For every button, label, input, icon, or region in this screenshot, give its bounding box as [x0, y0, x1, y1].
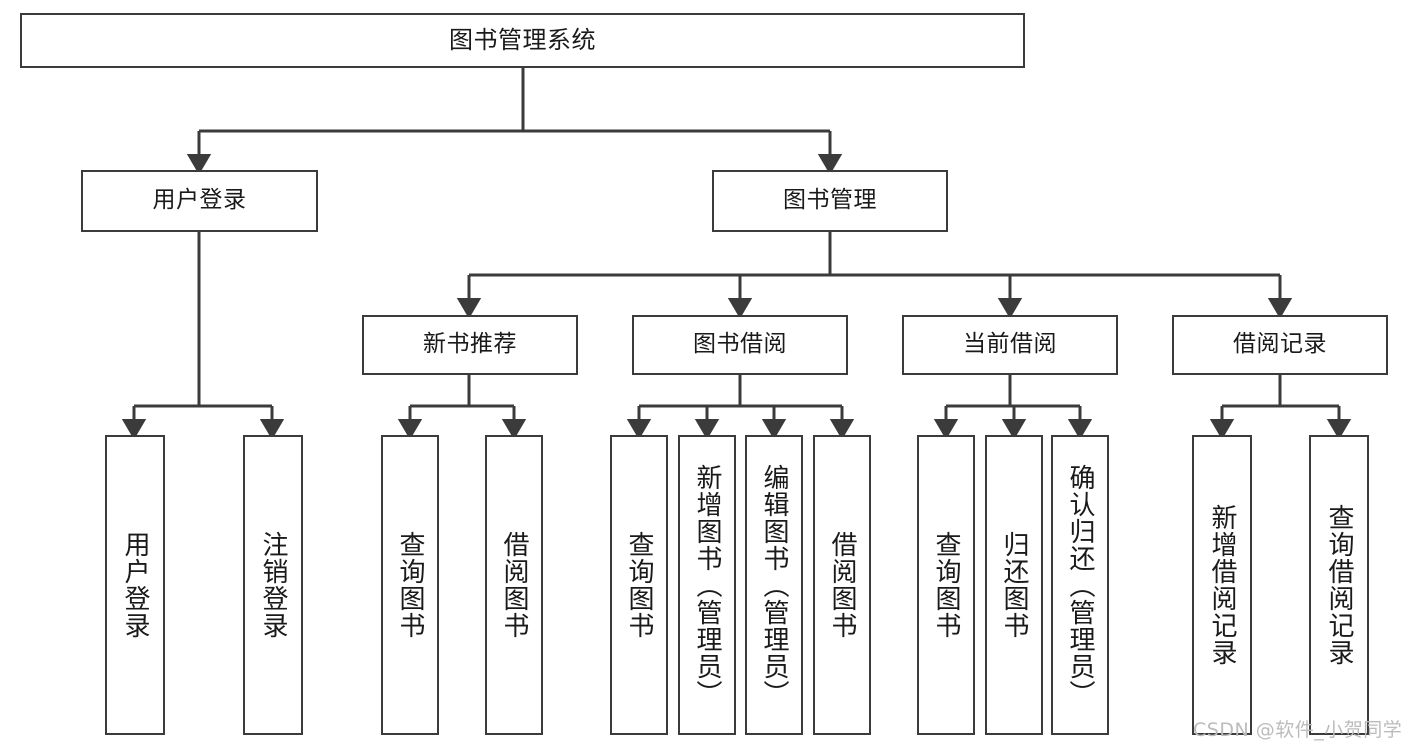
node-leaf-query-book-borrow[interactable]: 查询图书: [610, 435, 668, 735]
node-leaf-edit-book-admin[interactable]: 编辑图书（管理员）: [745, 435, 803, 735]
node-current-borrow-label: 当前借阅: [963, 331, 1057, 358]
node-root-system[interactable]: 图书管理系统: [20, 13, 1025, 68]
node-book-borrow-label: 图书借阅: [693, 331, 787, 358]
node-leaf-add-book-admin-label: 新增图书（管理员）: [692, 463, 723, 707]
node-leaf-confirm-return-admin-label: 确认归还（管理员）: [1065, 463, 1096, 707]
node-leaf-return-book-label: 归还图书: [999, 531, 1030, 639]
node-leaf-confirm-return-admin[interactable]: 确认归还（管理员）: [1051, 435, 1109, 735]
node-new-book-recommend-label: 新书推荐: [423, 331, 517, 358]
node-leaf-borrow-book-recommend-label: 借阅图书: [499, 531, 530, 639]
node-leaf-query-book-recommend-label: 查询图书: [395, 531, 426, 639]
node-book-management-label: 图书管理: [783, 187, 877, 214]
node-leaf-user-login-label: 用户登录: [120, 531, 151, 639]
csdn-watermark: CSDN @软件_小贺同学: [1193, 719, 1403, 741]
node-leaf-add-book-admin[interactable]: 新增图书（管理员）: [678, 435, 736, 735]
node-leaf-borrow-book[interactable]: 借阅图书: [813, 435, 871, 735]
node-leaf-add-borrow-record-label: 新增借阅记录: [1207, 504, 1238, 666]
node-leaf-logout-label: 注销登录: [258, 531, 289, 639]
node-book-management[interactable]: 图书管理: [712, 170, 948, 232]
node-new-book-recommend[interactable]: 新书推荐: [362, 315, 578, 375]
node-leaf-query-book-current-label: 查询图书: [931, 531, 962, 639]
node-book-borrow[interactable]: 图书借阅: [632, 315, 848, 375]
node-leaf-query-book-recommend[interactable]: 查询图书: [381, 435, 439, 735]
node-borrow-record-label: 借阅记录: [1233, 331, 1327, 358]
node-leaf-borrow-book-recommend[interactable]: 借阅图书: [485, 435, 543, 735]
node-leaf-query-borrow-record[interactable]: 查询借阅记录: [1309, 435, 1369, 735]
node-leaf-query-book-current[interactable]: 查询图书: [917, 435, 975, 735]
node-user-login-label: 用户登录: [152, 187, 247, 214]
node-leaf-edit-book-admin-label: 编辑图书（管理员）: [759, 463, 790, 707]
node-leaf-query-book-borrow-label: 查询图书: [624, 531, 655, 639]
node-leaf-add-borrow-record[interactable]: 新增借阅记录: [1192, 435, 1252, 735]
node-leaf-borrow-book-label: 借阅图书: [827, 531, 858, 639]
node-current-borrow[interactable]: 当前借阅: [902, 315, 1118, 375]
node-borrow-record[interactable]: 借阅记录: [1172, 315, 1388, 375]
node-root-system-label: 图书管理系统: [449, 26, 596, 55]
node-user-login[interactable]: 用户登录: [81, 170, 318, 232]
node-leaf-user-login[interactable]: 用户登录: [105, 435, 165, 735]
node-leaf-logout[interactable]: 注销登录: [243, 435, 303, 735]
node-leaf-query-borrow-record-label: 查询借阅记录: [1324, 504, 1355, 666]
node-leaf-return-book[interactable]: 归还图书: [985, 435, 1043, 735]
